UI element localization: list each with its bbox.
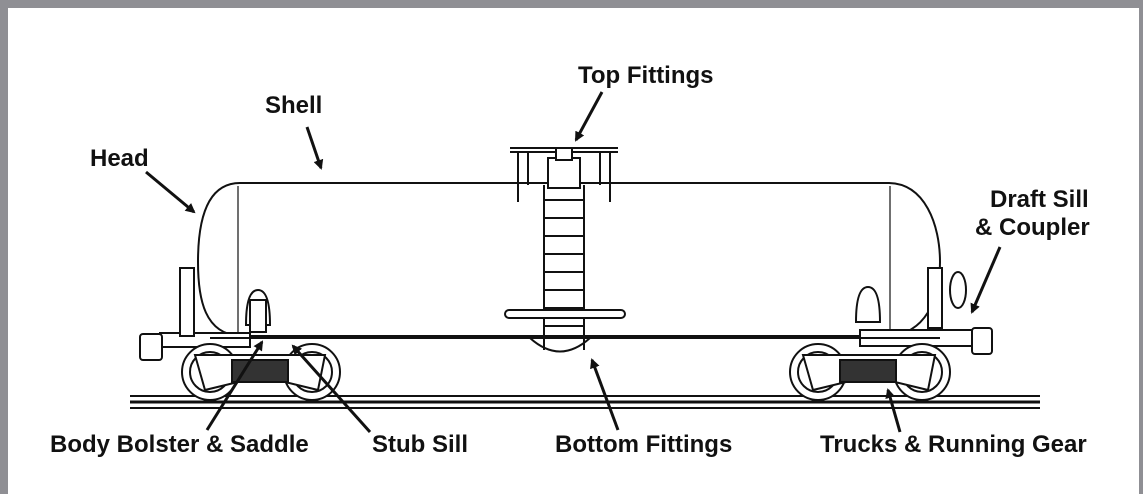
arrow-stub-sill bbox=[291, 344, 372, 434]
arrow-draft-sill bbox=[970, 246, 1002, 314]
label-head: Head bbox=[90, 145, 149, 172]
label-draft-sill-line1: Draft Sill bbox=[990, 186, 1089, 213]
figure-frame-right-edge bbox=[1139, 0, 1143, 494]
bolster-left bbox=[179, 267, 272, 337]
arrow-top-fittings bbox=[574, 91, 604, 142]
arrow-body-bolster bbox=[205, 340, 264, 431]
ladder-and-platform bbox=[504, 147, 626, 350]
truck-right bbox=[789, 343, 951, 401]
label-trucks: Trucks & Running Gear bbox=[820, 431, 1087, 458]
truck-left bbox=[181, 343, 341, 401]
rail-track bbox=[130, 395, 1040, 409]
arrow-shell bbox=[305, 126, 324, 170]
arrow-head bbox=[145, 170, 196, 214]
label-stub-sill: Stub Sill bbox=[372, 431, 468, 458]
label-top-fittings: Top Fittings bbox=[578, 62, 714, 89]
label-shell: Shell bbox=[265, 92, 323, 119]
arrow-bottom-fittings bbox=[590, 358, 620, 431]
label-draft-sill-line2: & Coupler bbox=[975, 214, 1090, 241]
arrow-trucks bbox=[885, 388, 902, 433]
label-bottom-fittings: Bottom Fittings bbox=[555, 431, 733, 458]
label-body-bolster: Body Bolster & Saddle bbox=[50, 431, 309, 458]
bolster-right bbox=[854, 267, 967, 329]
callout-arrows bbox=[145, 91, 1002, 434]
